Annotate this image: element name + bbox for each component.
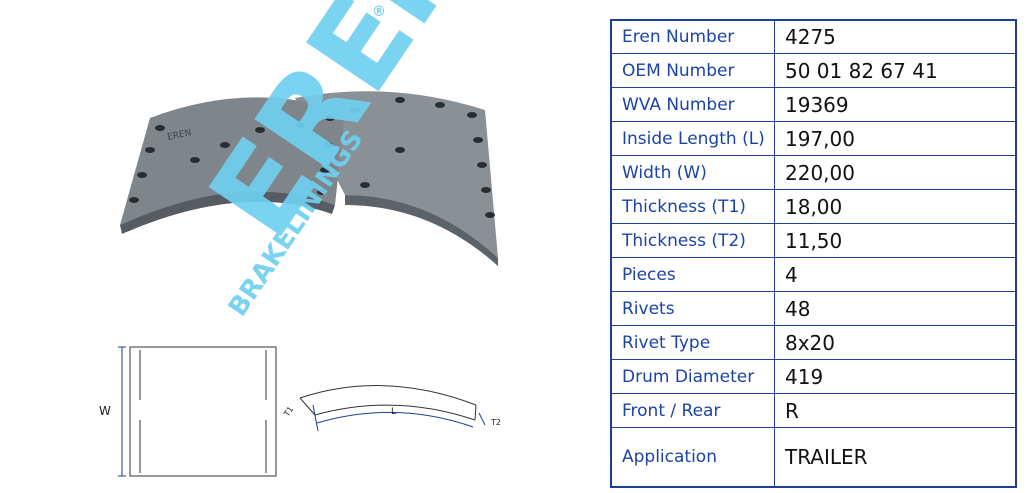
spec-value: 419 xyxy=(774,359,1017,394)
spec-label: Pieces xyxy=(610,257,775,292)
rivet-holes xyxy=(129,97,495,218)
lining-imprint: EREN xyxy=(167,128,193,143)
spec-row: Thickness (T1)18,00 xyxy=(610,189,1017,224)
spec-value: 4 xyxy=(774,257,1017,292)
width-label: W xyxy=(99,404,111,418)
spec-label: Thickness (T1) xyxy=(610,189,775,224)
spec-label: Rivets xyxy=(610,291,775,326)
spec-value: 4275 xyxy=(774,19,1017,54)
width-dimension xyxy=(118,346,126,477)
lining-front: EREN xyxy=(120,97,345,234)
product-photo: EREN EREN BRAKELININGS ® xyxy=(120,0,499,322)
length-label: L xyxy=(391,407,396,417)
spec-row: Thickness (T2)11,50 xyxy=(610,223,1017,258)
t2-label: T2 xyxy=(490,418,501,427)
spec-value: 197,00 xyxy=(774,121,1017,156)
lining-back xyxy=(295,91,498,266)
technical-drawing: W L T1 T2 xyxy=(99,346,501,477)
spec-label: Front / Rear xyxy=(610,393,775,428)
registered-mark: ® xyxy=(372,4,386,20)
spec-value: 48 xyxy=(774,291,1017,326)
spec-value: 220,00 xyxy=(774,155,1017,190)
spec-value: 8x20 xyxy=(774,325,1017,360)
spec-label: Thickness (T2) xyxy=(610,223,775,258)
spec-label: Width (W) xyxy=(610,155,775,190)
front-view xyxy=(129,346,277,477)
spec-value: R xyxy=(774,393,1017,428)
spec-value: 19369 xyxy=(774,87,1017,122)
spec-value: 11,50 xyxy=(774,223,1017,258)
spec-label: Application xyxy=(610,427,775,488)
spec-value: 50 01 82 67 41 xyxy=(774,53,1017,88)
spec-label: Rivet Type xyxy=(610,325,775,360)
spec-label: WVA Number xyxy=(610,87,775,122)
spec-value: TRAILER xyxy=(774,427,1017,488)
t1-label: T1 xyxy=(282,405,296,419)
side-view xyxy=(299,385,477,421)
spec-value: 18,00 xyxy=(774,189,1017,224)
spec-row: Inside Length (L)197,00 xyxy=(610,121,1017,156)
spec-label: OEM Number xyxy=(610,53,775,88)
spec-row: Width (W)220,00 xyxy=(610,155,1017,190)
spec-label: Inside Length (L) xyxy=(610,121,775,156)
spec-label: Eren Number xyxy=(610,19,775,54)
spec-label: Drum Diameter xyxy=(610,359,775,394)
length-dimension xyxy=(312,404,486,432)
